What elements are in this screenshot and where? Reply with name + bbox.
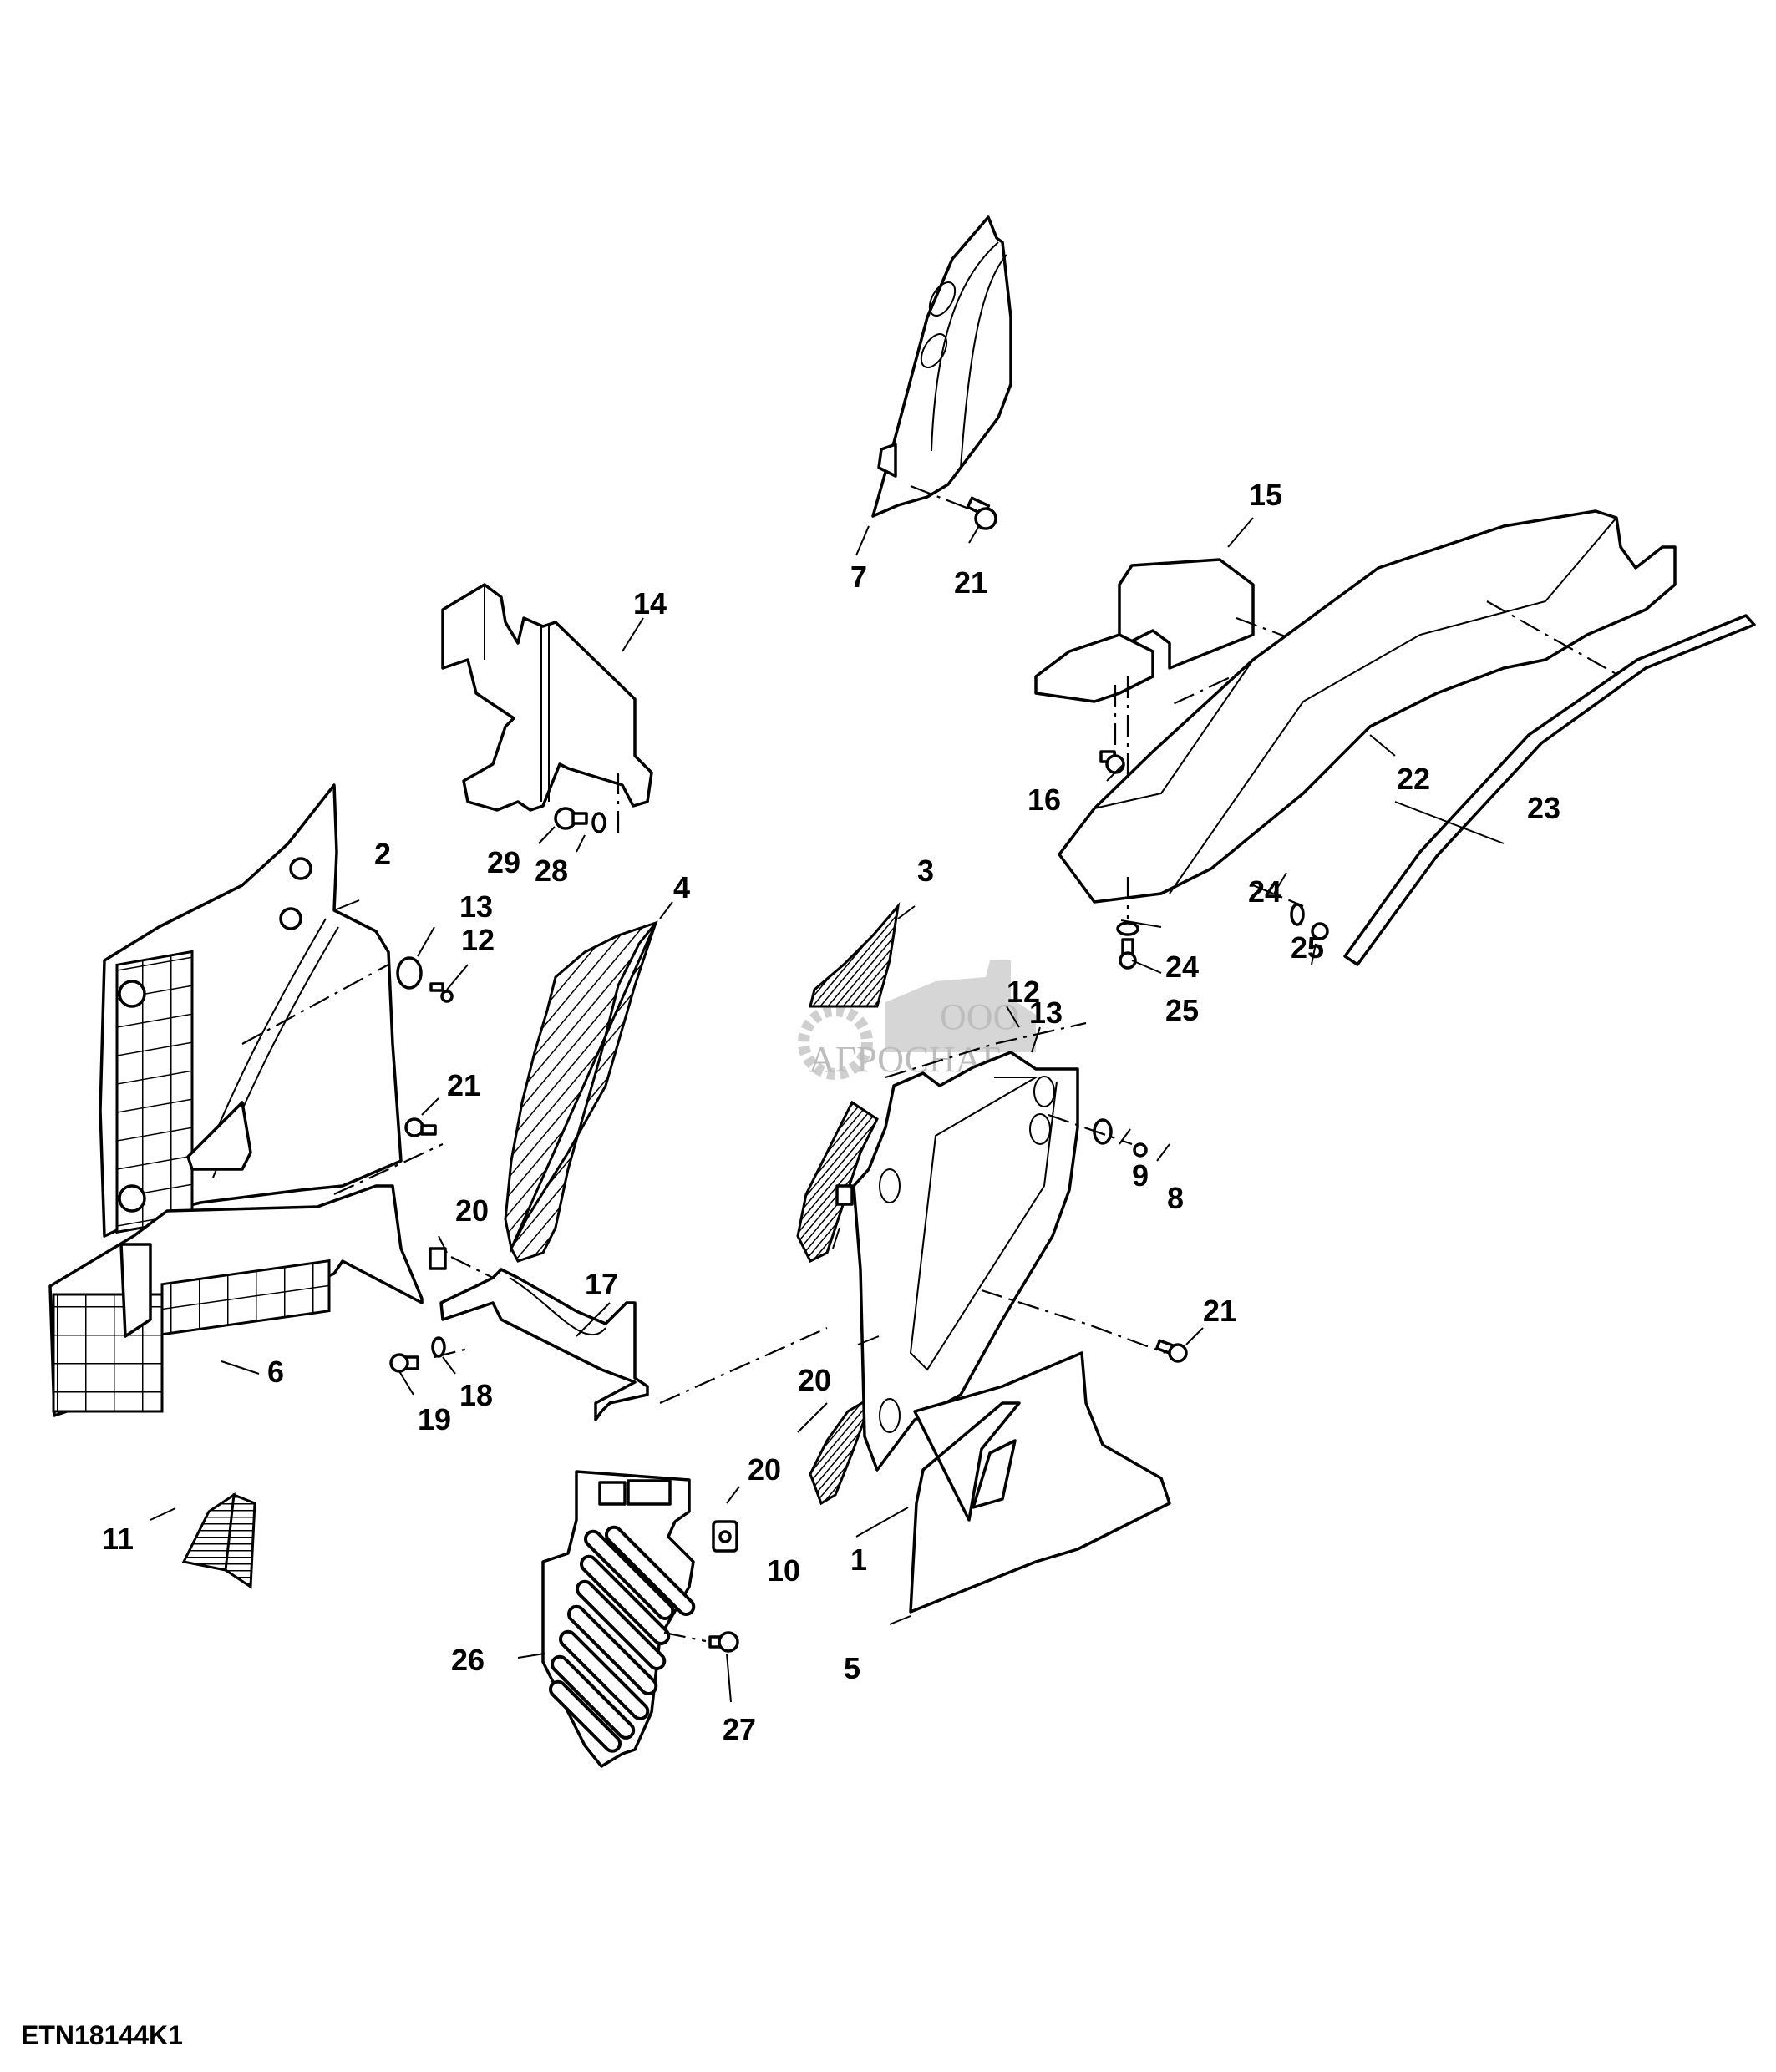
- callout-16: 16: [1028, 783, 1061, 817]
- callout-11: 11: [102, 1522, 134, 1556]
- callout-20-left: 20: [455, 1193, 489, 1228]
- clip-20-left: [429, 1247, 447, 1270]
- callout-7: 7: [850, 560, 867, 594]
- callout-18: 18: [459, 1378, 493, 1412]
- callout-21-left: 21: [447, 1068, 480, 1102]
- callout-labels: 1 2 3 4 5 6 7 8 9 10 11 12 12 13 13 14 1…: [102, 478, 1560, 1746]
- hardware-28-29: [554, 807, 606, 833]
- clip-20-middle: [835, 1184, 854, 1206]
- part-10-grille: [809, 1393, 875, 1506]
- callout-22: 22: [1397, 762, 1430, 796]
- callout-19: 19: [418, 1402, 451, 1436]
- callout-21-right: 21: [1203, 1294, 1236, 1328]
- callout-12-left: 12: [461, 923, 495, 957]
- figure-id: ETN18144K1: [21, 2020, 183, 2050]
- watermark-harvester-icon: [885, 960, 1036, 1052]
- part-14-bracket: [441, 583, 653, 835]
- callout-25-right: 25: [1291, 930, 1324, 965]
- callout-17: 17: [585, 1267, 618, 1301]
- part-26-slots: [549, 1525, 696, 1753]
- callout-25-lower: 25: [1165, 993, 1199, 1027]
- callout-2: 2: [374, 837, 391, 871]
- hardware-18-19: [389, 1336, 446, 1373]
- watermark-prefix: ООО: [940, 996, 1019, 1037]
- callout-3: 3: [917, 854, 934, 888]
- clip-20-bottom: [712, 1520, 738, 1553]
- part-23-seal: [1343, 614, 1756, 966]
- callout-6: 6: [267, 1355, 284, 1389]
- callout-13-left: 13: [459, 889, 493, 924]
- bolt-21-right: [1155, 1339, 1188, 1363]
- watermark-gear-icon: [798, 1005, 873, 1080]
- callout-4: 4: [673, 870, 690, 904]
- callout-5: 5: [844, 1651, 860, 1685]
- part-4-grille: [504, 920, 658, 1263]
- callout-14: 14: [633, 586, 667, 621]
- callout-12-right: 12: [1007, 975, 1040, 1009]
- callout-28: 28: [535, 854, 568, 888]
- part-22-fender-bracket: [1058, 509, 1677, 919]
- callout-15: 15: [1249, 478, 1282, 512]
- hardware-12-13-left: [396, 956, 454, 1003]
- part-5-lower-panel: [909, 1289, 1171, 1614]
- part-26-guard: [541, 1470, 707, 1768]
- bolt-16: [1099, 750, 1125, 774]
- callout-24-right: 24: [1248, 874, 1281, 909]
- part-3-grille: [796, 902, 901, 1264]
- part-11-grille: [181, 1492, 256, 1589]
- part-2-upper-shroud: [99, 783, 444, 1238]
- bolt-21-left: [404, 1117, 437, 1137]
- callout-20-middle: 20: [798, 1363, 831, 1397]
- part-7-cover: [871, 215, 1012, 518]
- callout-13-right: 13: [1029, 995, 1063, 1030]
- callout-20-bottom: 20: [748, 1452, 781, 1487]
- callout-23: 23: [1527, 791, 1560, 825]
- callout-1: 1: [850, 1543, 867, 1577]
- callout-24-lower: 24: [1165, 950, 1199, 984]
- callout-8: 8: [1167, 1181, 1184, 1215]
- bolt-27: [708, 1631, 739, 1653]
- callout-9: 9: [1132, 1158, 1149, 1193]
- bolt-21-top: [966, 496, 997, 530]
- watermark: ООО АГРОСНАБ: [798, 960, 1036, 1080]
- part-17-bracket: [434, 1256, 828, 1421]
- leader-lines: [150, 517, 1505, 1703]
- part-1-side-panel: [852, 1021, 1087, 1472]
- callout-26: 26: [451, 1643, 485, 1677]
- hardware-24-25: [1116, 903, 1329, 970]
- part-6-lower-shroud: [48, 1184, 424, 1417]
- callout-27: 27: [723, 1712, 756, 1746]
- callout-29: 29: [487, 845, 520, 879]
- hardware-8-9: [1048, 1113, 1148, 1158]
- callout-10: 10: [767, 1553, 800, 1588]
- callout-21-top: 21: [954, 565, 987, 600]
